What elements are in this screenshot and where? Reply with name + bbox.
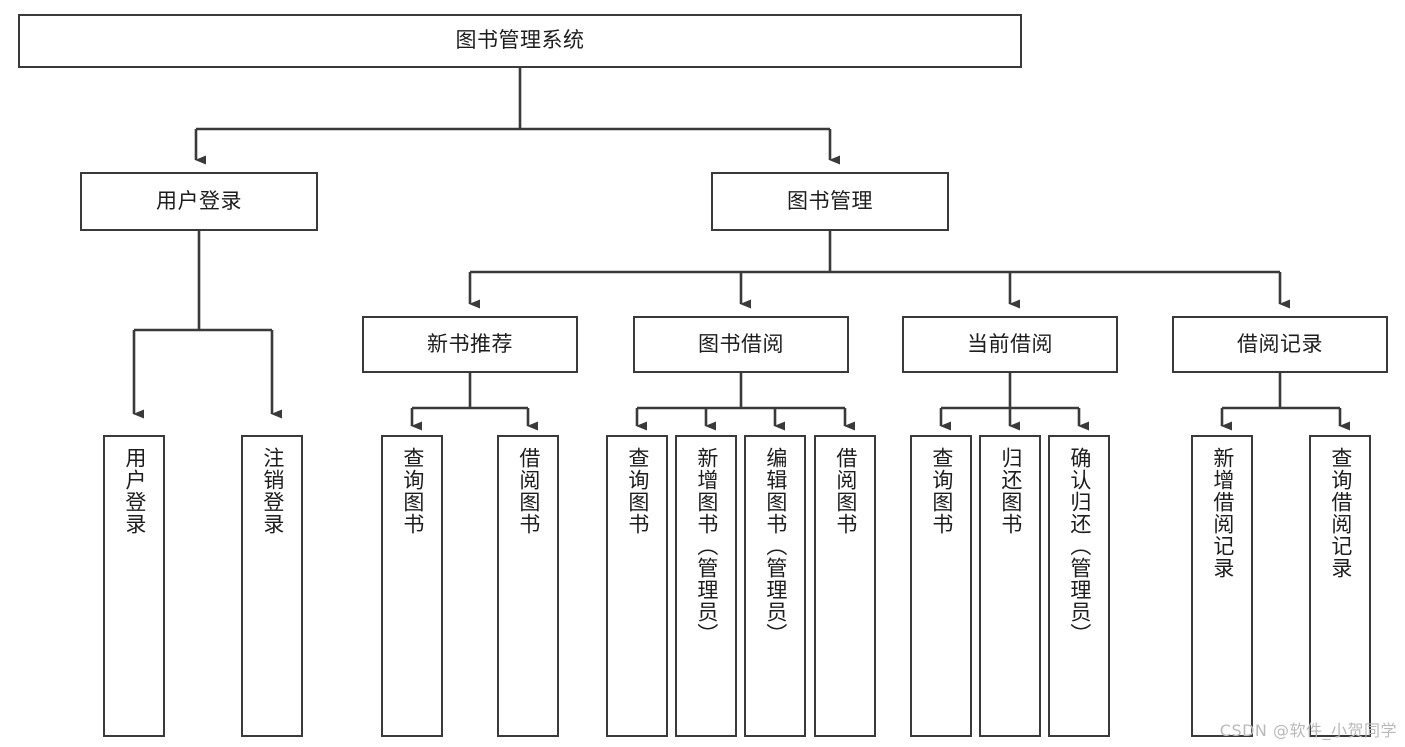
node-book-manage[interactable]: 图书管理 — [711, 172, 949, 231]
node-leaf-edit-book-label: 编辑图书（管理员） — [763, 447, 788, 645]
node-new-book-rec-label: 新书推荐 — [427, 331, 513, 356]
node-current-borrow-label: 当前借阅 — [967, 331, 1053, 356]
node-leaf-query-record-label: 查询借阅记录 — [1328, 447, 1353, 579]
node-borrow-record-label: 借阅记录 — [1237, 331, 1323, 356]
node-leaf-query-record[interactable]: 查询借阅记录 — [1309, 435, 1371, 737]
node-book-manage-label: 图书管理 — [787, 188, 873, 213]
node-leaf-edit-book[interactable]: 编辑图书（管理员） — [744, 435, 806, 737]
node-leaf-borrow-book-1-label: 借阅图书 — [516, 447, 541, 535]
node-leaf-query-book-2[interactable]: 查询图书 — [606, 435, 668, 737]
node-book-borrow[interactable]: 图书借阅 — [633, 316, 849, 373]
node-leaf-borrow-book-2[interactable]: 借阅图书 — [814, 435, 876, 737]
node-new-book-rec[interactable]: 新书推荐 — [362, 316, 578, 373]
node-leaf-user-login-label: 用户登录 — [122, 447, 147, 535]
node-leaf-query-book-2-label: 查询图书 — [625, 447, 650, 535]
node-leaf-add-record-label: 新增借阅记录 — [1210, 447, 1235, 579]
node-user-login-label: 用户登录 — [156, 188, 242, 213]
node-leaf-query-book-3-label: 查询图书 — [929, 447, 954, 535]
node-leaf-query-book-1-label: 查询图书 — [400, 447, 425, 535]
node-leaf-user-logout-label: 注销登录 — [260, 447, 285, 535]
node-leaf-confirm-return[interactable]: 确认归还（管理员） — [1048, 435, 1110, 737]
node-user-login[interactable]: 用户登录 — [80, 172, 318, 231]
node-leaf-query-book-1[interactable]: 查询图书 — [381, 435, 443, 737]
node-leaf-return-book-label: 归还图书 — [998, 447, 1023, 535]
node-root[interactable]: 图书管理系统 — [18, 14, 1022, 68]
node-leaf-return-book[interactable]: 归还图书 — [979, 435, 1041, 737]
node-root-label: 图书管理系统 — [455, 28, 585, 53]
node-leaf-add-book-label: 新增图书（管理员） — [694, 447, 719, 645]
node-current-borrow[interactable]: 当前借阅 — [902, 316, 1118, 373]
node-leaf-borrow-book-1[interactable]: 借阅图书 — [497, 435, 559, 737]
node-leaf-confirm-return-label: 确认归还（管理员） — [1067, 447, 1092, 645]
node-book-borrow-label: 图书借阅 — [698, 331, 784, 356]
node-borrow-record[interactable]: 借阅记录 — [1172, 316, 1388, 373]
node-leaf-add-book[interactable]: 新增图书（管理员） — [675, 435, 737, 737]
node-leaf-borrow-book-2-label: 借阅图书 — [833, 447, 858, 535]
node-leaf-user-logout[interactable]: 注销登录 — [241, 435, 303, 737]
node-leaf-add-record[interactable]: 新增借阅记录 — [1191, 435, 1253, 737]
node-leaf-query-book-3[interactable]: 查询图书 — [910, 435, 972, 737]
node-leaf-user-login[interactable]: 用户登录 — [103, 435, 165, 737]
